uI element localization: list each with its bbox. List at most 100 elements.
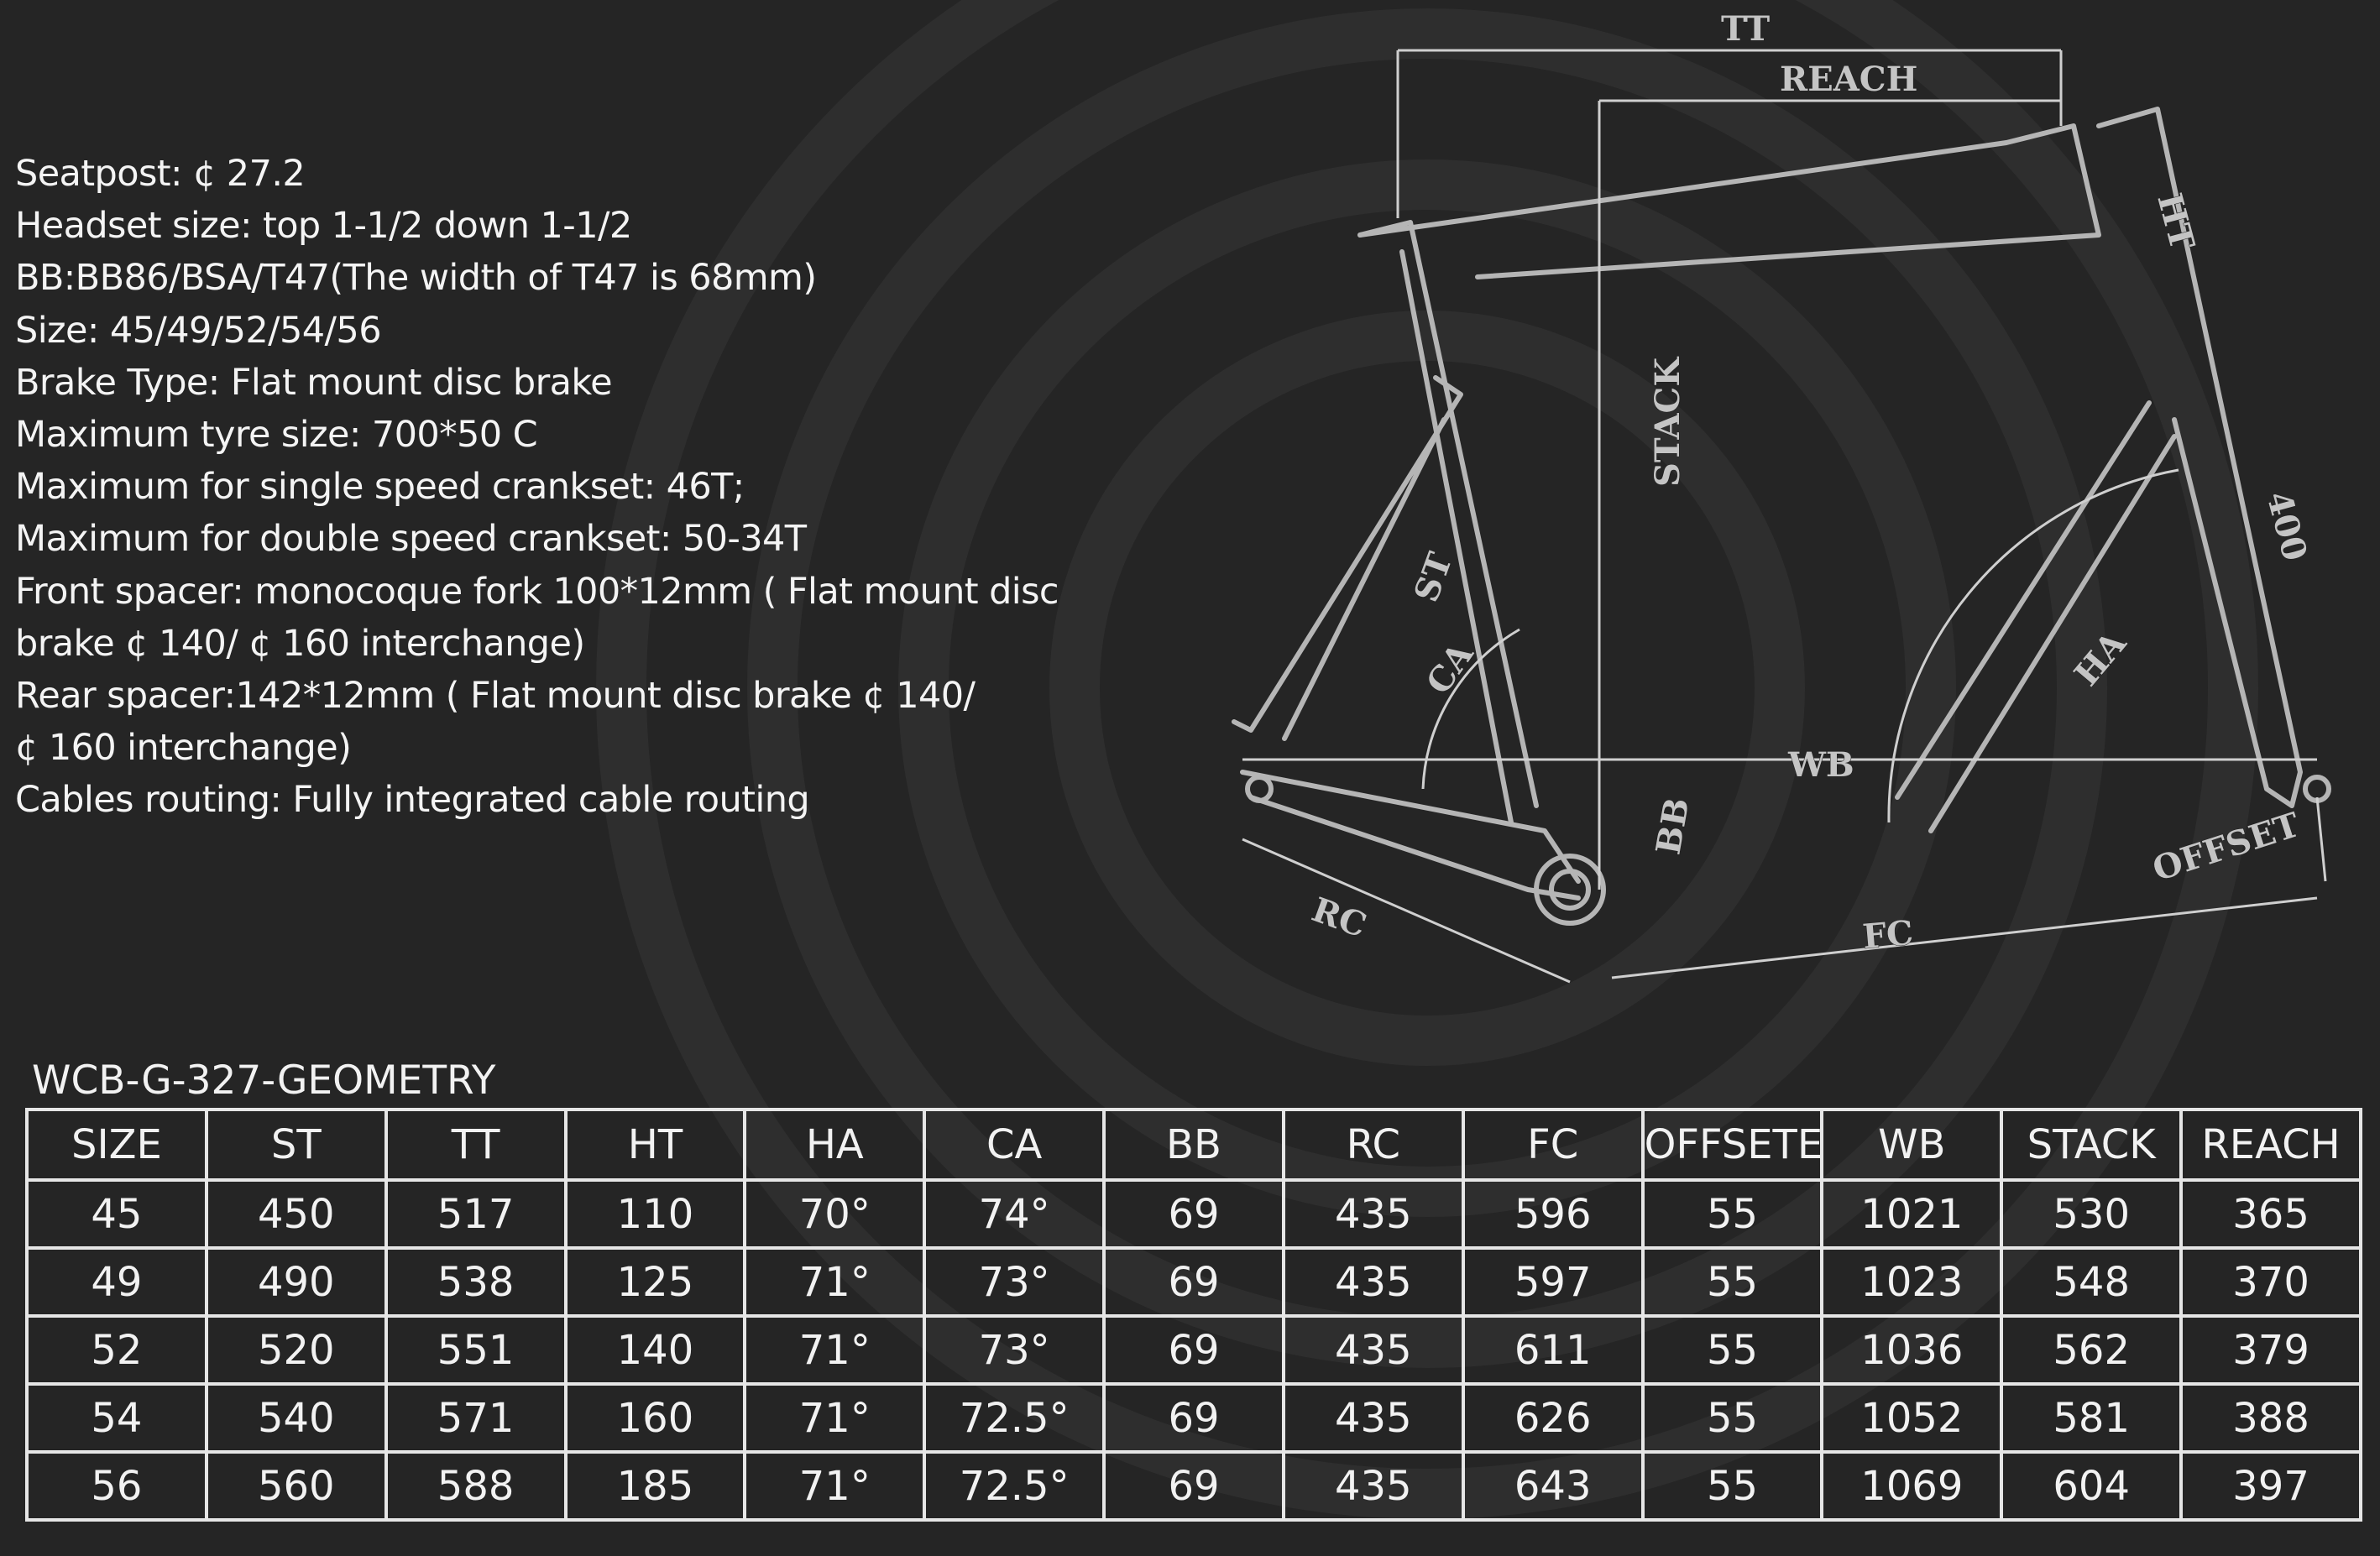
table-cell: 54 bbox=[25, 1382, 208, 1454]
table-cell: 520 bbox=[204, 1314, 388, 1386]
table-cell: 49 bbox=[25, 1246, 208, 1318]
table-cell: 596 bbox=[1461, 1178, 1645, 1250]
table-cell: 560 bbox=[204, 1450, 388, 1522]
table-cell: 379 bbox=[2179, 1314, 2362, 1386]
rc-label: RC bbox=[1307, 890, 1372, 945]
head-tube bbox=[2096, 107, 2303, 808]
table-cell: 388 bbox=[2179, 1382, 2362, 1454]
table-cell: 185 bbox=[563, 1450, 747, 1522]
spec-line: Cables routing: Fully integrated cable r… bbox=[15, 779, 810, 822]
table-cell: 370 bbox=[2179, 1246, 2362, 1318]
table-cell: 551 bbox=[384, 1314, 568, 1386]
dimension-lines bbox=[1242, 49, 2327, 984]
table-cell: 72.5° bbox=[923, 1382, 1106, 1454]
table-cell: 69 bbox=[1102, 1178, 1285, 1250]
col-header: BB bbox=[1102, 1108, 1285, 1182]
table-cell: 588 bbox=[384, 1450, 568, 1522]
ha-arc bbox=[1887, 468, 2179, 823]
spec-line: BB:BB86/BSA/T47(The width of T47 is 68mm… bbox=[15, 257, 817, 300]
table-cell: 56 bbox=[25, 1450, 208, 1522]
table-cell: 55 bbox=[1640, 1246, 1824, 1318]
spec-line: Size: 45/49/52/54/56 bbox=[15, 309, 382, 352]
table-title: WCB-G-327-GEOMETRY bbox=[32, 1057, 496, 1104]
down-tube bbox=[1895, 400, 2177, 833]
spec-line: ¢ 160 interchange) bbox=[15, 727, 352, 770]
table-cell: 69 bbox=[1102, 1450, 1285, 1522]
offset-label: OFFSET bbox=[2148, 805, 2305, 890]
table-cell: 604 bbox=[2000, 1450, 2184, 1522]
spec-line: Front spacer: monocoque fork 100*12mm ( … bbox=[15, 570, 1059, 613]
table-cell: 611 bbox=[1461, 1314, 1645, 1386]
col-header: CA bbox=[923, 1108, 1106, 1182]
table-header: SIZE ST TT HT HA CA BB RC FC OFFSETE WB … bbox=[25, 1108, 2362, 1182]
spec-line: Maximum for single speed crankset: 46T; bbox=[15, 466, 745, 509]
table-cell: 52 bbox=[25, 1314, 208, 1386]
table-cell: 125 bbox=[563, 1246, 747, 1318]
table-cell: 71° bbox=[743, 1246, 927, 1318]
col-header: HA bbox=[743, 1108, 927, 1182]
col-header: STACK bbox=[2000, 1108, 2184, 1182]
offset-dimension bbox=[2315, 796, 2327, 882]
table-cell: 110 bbox=[563, 1178, 747, 1250]
table-cell: 72.5° bbox=[923, 1450, 1106, 1522]
ca-label: CA bbox=[1419, 634, 1482, 701]
table-cell: 435 bbox=[1281, 1178, 1465, 1250]
col-header: ST bbox=[204, 1108, 388, 1182]
col-header: OFFSETE bbox=[1640, 1108, 1824, 1182]
spec-line: Brake Type: Flat mount disc brake bbox=[15, 361, 613, 404]
table-cell: 397 bbox=[2179, 1450, 2362, 1522]
col-header: TT bbox=[384, 1108, 568, 1182]
table-cell: 69 bbox=[1102, 1314, 1285, 1386]
rc-dimension bbox=[1242, 838, 1571, 984]
rear-axle bbox=[1245, 775, 1274, 803]
ht-label: HT bbox=[2149, 189, 2202, 254]
table-cell: 73° bbox=[923, 1314, 1106, 1386]
header-row: SIZE ST TT HT HA CA BB RC FC OFFSETE WB … bbox=[25, 1108, 2362, 1182]
table-cell: 55 bbox=[1640, 1178, 1824, 1250]
table-cell: 626 bbox=[1461, 1382, 1645, 1454]
col-header: HT bbox=[563, 1108, 747, 1182]
table-cell: 548 bbox=[2000, 1246, 2184, 1318]
table-cell: 1069 bbox=[1820, 1450, 2004, 1522]
table-cell: 435 bbox=[1281, 1314, 1465, 1386]
table-cell: 55 bbox=[1640, 1450, 1824, 1522]
seat-stay bbox=[1232, 375, 1463, 741]
table-cell: 530 bbox=[2000, 1178, 2184, 1250]
table-cell: 581 bbox=[2000, 1382, 2184, 1454]
table-cell: 69 bbox=[1102, 1382, 1285, 1454]
frame-geometry-diagram: TT REACH HT STACK 400 ST CA HA WB BB OFF… bbox=[1232, 9, 2331, 984]
spec-line: Rear spacer:142*12mm ( Flat mount disc b… bbox=[15, 674, 976, 717]
reach-label: REACH bbox=[1780, 60, 1917, 99]
front-axle bbox=[2303, 775, 2331, 803]
table-cell: 435 bbox=[1281, 1450, 1465, 1522]
fc-dimension bbox=[1611, 896, 2318, 979]
table-cell: 55 bbox=[1640, 1382, 1824, 1454]
table-cell: 1021 bbox=[1820, 1178, 2004, 1250]
tt-dimension bbox=[1396, 49, 2063, 218]
spec-list: Seatpost: ¢ 27.2 Headset size: top 1-1/2… bbox=[15, 148, 1106, 826]
table-cell: 55 bbox=[1640, 1314, 1824, 1386]
table-cell: 160 bbox=[563, 1382, 747, 1454]
fc-label: FC bbox=[1861, 913, 1915, 957]
table-cell: 643 bbox=[1461, 1450, 1645, 1522]
chain-stay bbox=[1240, 770, 1581, 901]
st-label: ST bbox=[1406, 547, 1460, 607]
table-cell: 365 bbox=[2179, 1178, 2362, 1250]
spec-line: Seatpost: ¢ 27.2 bbox=[15, 153, 306, 195]
table-cell: 71° bbox=[743, 1314, 927, 1386]
col-header: RC bbox=[1281, 1108, 1465, 1182]
table-cell: 597 bbox=[1461, 1246, 1645, 1318]
table-cell: 540 bbox=[204, 1382, 388, 1454]
table-cell: 490 bbox=[204, 1246, 388, 1318]
col-header: WB bbox=[1820, 1108, 2004, 1182]
col-header: FC bbox=[1461, 1108, 1645, 1182]
table-cell: 73° bbox=[923, 1246, 1106, 1318]
col-header: REACH bbox=[2179, 1108, 2362, 1182]
seat-tube bbox=[1357, 220, 1539, 825]
top-tube bbox=[1357, 123, 2101, 279]
